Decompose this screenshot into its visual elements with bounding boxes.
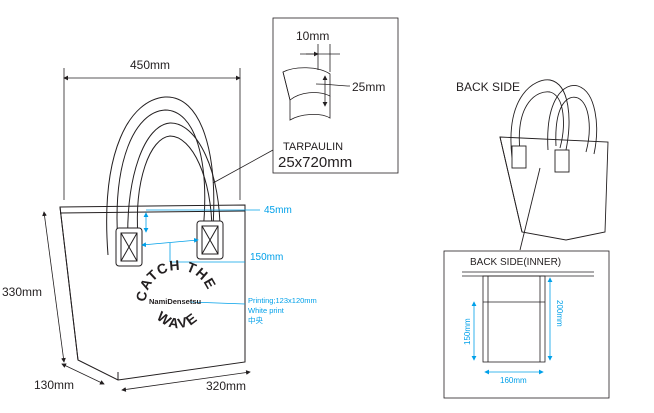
back-inner-title: BACK SIDE(INNER) <box>470 257 561 268</box>
printing-note-1: Printing;123x120mm <box>248 296 317 305</box>
inner-dim-150: 150mm <box>463 318 472 345</box>
strap-width-label: 25mm <box>352 80 385 94</box>
back-side-title: BACK SIDE <box>456 80 520 94</box>
inner-dim-160: 160mm <box>500 376 527 385</box>
svg-text:WAVE: WAVE <box>154 308 201 331</box>
dim-handle-spacing: 150mm <box>250 252 283 263</box>
inner-pocket <box>482 275 546 363</box>
back-bag-view <box>499 79 609 251</box>
printing-note-2: White print <box>248 306 285 315</box>
strap-thickness-label: 10mm <box>296 29 329 43</box>
printing-note-3: 中央 <box>248 315 263 325</box>
dim-width-bottom: 320mm <box>206 379 246 393</box>
handle-left <box>106 96 215 256</box>
logo-center-text: NamiDensetsu <box>149 297 202 306</box>
main-bag-view <box>59 96 246 381</box>
dim-width-top: 450mm <box>130 58 170 72</box>
dim-depth: 130mm <box>34 378 74 392</box>
dim-height: 330mm <box>2 285 42 299</box>
dim-handle-offset: 45mm <box>264 205 292 216</box>
inner-dim-200: 200mm <box>555 300 564 327</box>
strap-detail-callout <box>212 17 399 184</box>
main-dimension-lines <box>42 68 251 392</box>
strap-material-label: TARPAULIN <box>283 141 343 153</box>
inner-dimension-lines <box>471 277 553 375</box>
strap-size-label: 25x720mm <box>278 154 352 171</box>
placement-dimension-lines <box>141 209 260 305</box>
